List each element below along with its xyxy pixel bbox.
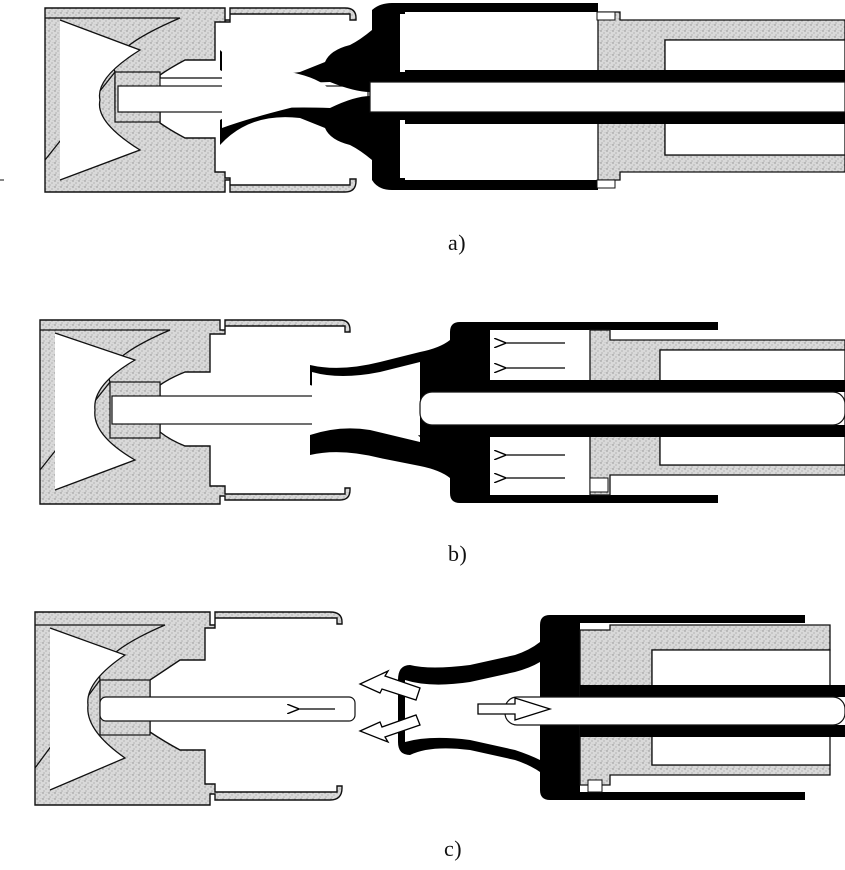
panel-b-socket-shell bbox=[310, 322, 845, 503]
panel-c-flow-arrows bbox=[358, 669, 553, 744]
panel-b-separating bbox=[39, 319, 845, 505]
panel-c-label: c) bbox=[444, 836, 463, 861]
panel-b-label: b) bbox=[448, 541, 468, 566]
panel-c-separated bbox=[34, 611, 845, 806]
panel-a-connected bbox=[0, 3, 845, 193]
panel-a-label: a) bbox=[448, 230, 467, 255]
panel-a-socket-shell bbox=[220, 3, 845, 190]
panel-c-socket-shell bbox=[398, 615, 845, 800]
panel-c-left-plug bbox=[34, 611, 356, 806]
panel-b-flow-arrows bbox=[428, 343, 565, 478]
panel-a-left-plug bbox=[44, 7, 371, 193]
